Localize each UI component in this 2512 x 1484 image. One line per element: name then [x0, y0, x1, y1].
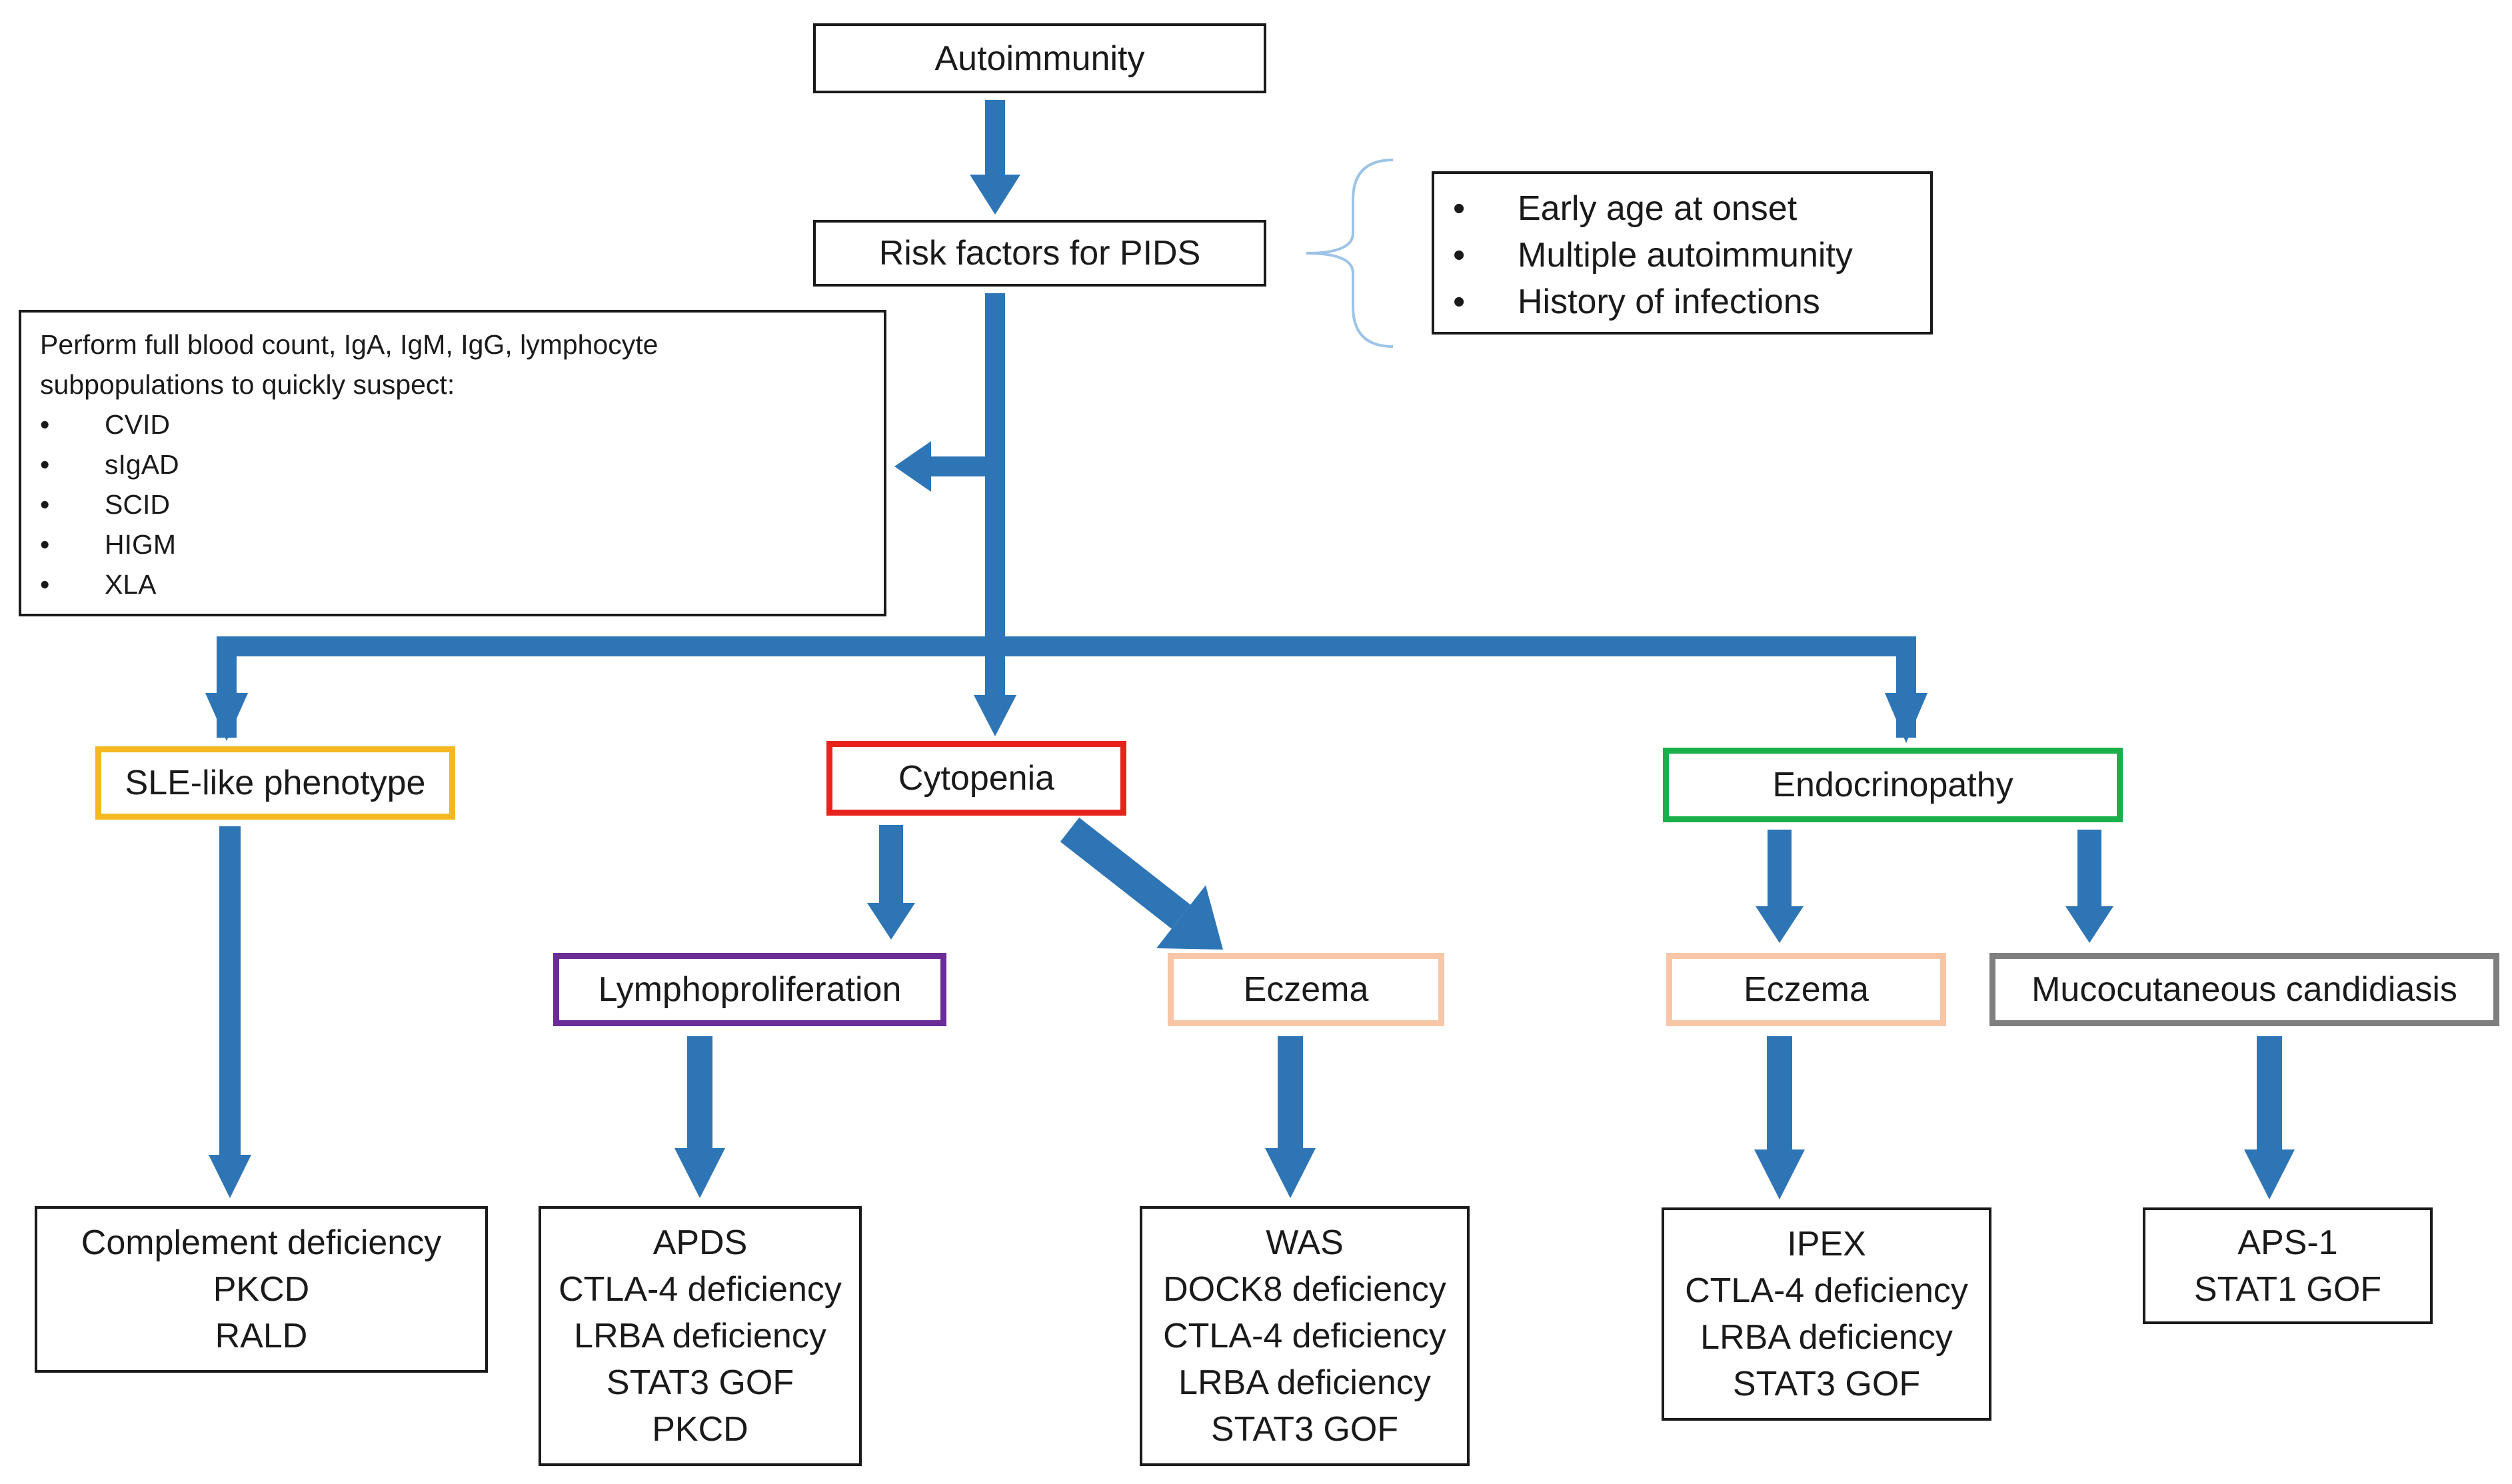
outcome-item: CTLA-4 deficiency: [1685, 1271, 1968, 1310]
risk-factor-brace: [1306, 159, 1394, 348]
outcome-item: LRBA deficiency: [1178, 1363, 1431, 1402]
lymphoproliferation-outcomes-box: APDS CTLA-4 deficiency LRBA deficiency S…: [539, 1206, 862, 1466]
cytopenia-box: Cytopenia: [826, 741, 1126, 816]
lymphoproliferation-label: Lymphoproliferation: [598, 970, 902, 1009]
workup-box: Perform full blood count, IgA, IgM, IgG,…: [19, 310, 886, 616]
outcome-item: IPEX: [1787, 1225, 1866, 1263]
workup-item: sIgAD: [21, 444, 884, 484]
outcome-item: APS-1: [2237, 1223, 2338, 1262]
sle-outcome-arrow-head: [209, 1155, 251, 1198]
endocrinopathy-box: Endocrinopathy: [1663, 748, 2123, 822]
workup-arrow-head: [894, 441, 931, 492]
candidiasis-outcomes-box: APS-1 STAT1 GOF: [2143, 1207, 2433, 1324]
outcome-item: STAT3 GOF: [606, 1363, 794, 1402]
sle-phenotype-label: SLE-like phenotype: [125, 764, 426, 802]
outcome-item: STAT1 GOF: [2193, 1269, 2382, 1309]
branch-bar: [217, 636, 1916, 738]
outcome-item: PKCD: [213, 1270, 310, 1309]
eczema-label: Eczema: [1243, 970, 1369, 1009]
arrow-head: [970, 175, 1020, 215]
cytopenia-arrow-head: [974, 695, 1016, 736]
outcome-item: DOCK8 deficiency: [1163, 1270, 1446, 1309]
autoimmunity-label: Autoimmunity: [934, 39, 1145, 78]
sle-phenotype-box: SLE-like phenotype: [95, 746, 455, 820]
workup-item: HIGM: [21, 524, 884, 564]
endocrine-eczema-outcomes-box: IPEX CTLA-4 deficiency LRBA deficiency S…: [1662, 1207, 1991, 1421]
eczema-outcomes-box: WAS DOCK8 deficiency CTLA-4 deficiency L…: [1140, 1206, 1470, 1466]
endocrinopathy-arrow-head: [1885, 693, 1927, 743]
eczema-outcome-arrow-head: [1265, 1148, 1316, 1198]
lymphoproliferation-arrow-head: [867, 903, 915, 940]
sle-outcomes-box: Complement deficiency PKCD RALD: [35, 1206, 488, 1373]
outcome-item: CTLA-4 deficiency: [559, 1270, 842, 1309]
sle-arrow-head: [205, 693, 248, 741]
outcome-item: STAT3 GOF: [1732, 1365, 1921, 1403]
endocrine-eczema-outcome-arrow-head: [1754, 1149, 1805, 1199]
eczema-box-endocrine: Eczema: [1666, 953, 1946, 1026]
lymphoproliferation-box: Lymphoproliferation: [553, 953, 946, 1026]
outcome-item: STAT3 GOF: [1210, 1410, 1399, 1449]
workup-intro: Perform full blood count, IgA, IgM, IgG,…: [40, 329, 658, 400]
endocrine-eczema-arrow-head: [1756, 906, 1804, 943]
lymphoproliferation-outcome-arrow-head: [674, 1148, 725, 1198]
outcome-item: CTLA-4 deficiency: [1163, 1317, 1446, 1355]
outcome-item: LRBA deficiency: [574, 1317, 826, 1355]
workup-item: SCID: [21, 484, 884, 524]
outcome-item: WAS: [1266, 1223, 1344, 1262]
endocrinopathy-label: Endocrinopathy: [1772, 766, 2013, 804]
eczema-arrow: [1060, 817, 1191, 929]
outcome-item: APDS: [652, 1223, 748, 1262]
outcome-item: RALD: [215, 1317, 308, 1355]
risk-factors-label: Risk factors for PIDS: [878, 234, 1201, 273]
risk-factors-box: Risk factors for PIDS: [813, 220, 1266, 287]
outcome-item: LRBA deficiency: [1700, 1318, 1953, 1357]
risk-factor-list: Early age at onset Multiple autoimmunity…: [1432, 171, 1933, 335]
outcome-item: PKCD: [652, 1410, 748, 1449]
risk-factor-item: History of infections: [1434, 279, 1930, 325]
candidiasis-box: Mucocutaneous candidiasis: [1989, 953, 2499, 1026]
candidiasis-label: Mucocutaneous candidiasis: [2031, 970, 2457, 1009]
workup-item: XLA: [21, 564, 884, 604]
candidiasis-arrow-head: [2065, 906, 2113, 943]
risk-factor-item: Multiple autoimmunity: [1434, 232, 1930, 279]
eczema-box: Eczema: [1168, 953, 1444, 1026]
cytopenia-label: Cytopenia: [898, 759, 1055, 798]
risk-factor-item: Early age at onset: [1434, 185, 1930, 232]
eczema-label: Eczema: [1744, 970, 1869, 1009]
outcome-item: Complement deficiency: [81, 1223, 442, 1262]
candidiasis-outcome-arrow-head: [2244, 1149, 2295, 1199]
workup-item: CVID: [21, 404, 884, 444]
eczema-arrow-head: [1156, 885, 1223, 950]
autoimmunity-box: Autoimmunity: [813, 23, 1266, 93]
